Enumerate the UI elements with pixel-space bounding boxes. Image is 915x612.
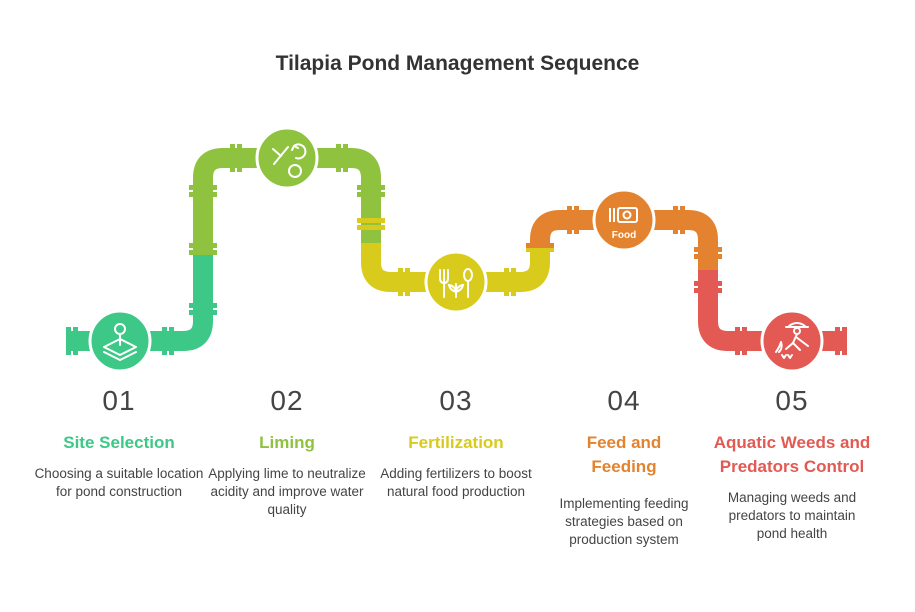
step-description: Adding fertilizers to boost natural food…: [380, 466, 532, 499]
step-title: Site Selection: [63, 433, 175, 452]
step-4-node: Food: [592, 188, 656, 252]
step-3: 03 Fertilization Adding fertilizers to b…: [371, 385, 541, 501]
step-number: 01: [102, 385, 136, 416]
step-title: Feed and Feeding: [586, 433, 662, 476]
weeding-farmer-icon: [775, 322, 809, 359]
step-title: Aquatic Weeds and Predators Control: [713, 433, 871, 476]
step-2: 02 Liming Applying lime to neutralize ac…: [202, 385, 372, 519]
step-description: Applying lime to neutralize acidity and …: [208, 466, 366, 517]
food-icon-label: Food: [612, 230, 636, 241]
map-pin-icon: [103, 323, 137, 361]
step-number: 03: [439, 385, 473, 416]
step-4: 04 Feed and Feeding Implementing feeding…: [539, 385, 709, 549]
pipe-segment-5: [694, 270, 847, 355]
step-1-node: [88, 309, 152, 373]
step-3-node: [424, 250, 488, 314]
step-description: Implementing feeding strategies based on…: [559, 496, 689, 547]
step-number: 05: [775, 385, 809, 416]
pipe-segment-1: [66, 250, 217, 355]
food-icon: [609, 207, 638, 223]
step-title: Liming: [259, 433, 315, 452]
step-5-node: [760, 309, 824, 373]
step-description: Choosing a suitable location for pond co…: [34, 466, 204, 499]
step-5: 05 Aquatic Weeds and Predators Control M…: [707, 385, 877, 543]
step-2-node: [255, 126, 319, 190]
step-title: Fertilization: [408, 433, 504, 452]
page-title: Tilapia Pond Management Sequence: [275, 52, 640, 75]
lime-application-icon: [272, 143, 307, 178]
step-1: 01 Site Selection Choosing a suitable lo…: [34, 385, 204, 501]
step-number: 04: [607, 385, 641, 416]
fertilizer-tools-icon: [439, 268, 473, 298]
step-description: Managing weeds and predators to maintain…: [727, 490, 857, 541]
step-number: 02: [270, 385, 304, 416]
